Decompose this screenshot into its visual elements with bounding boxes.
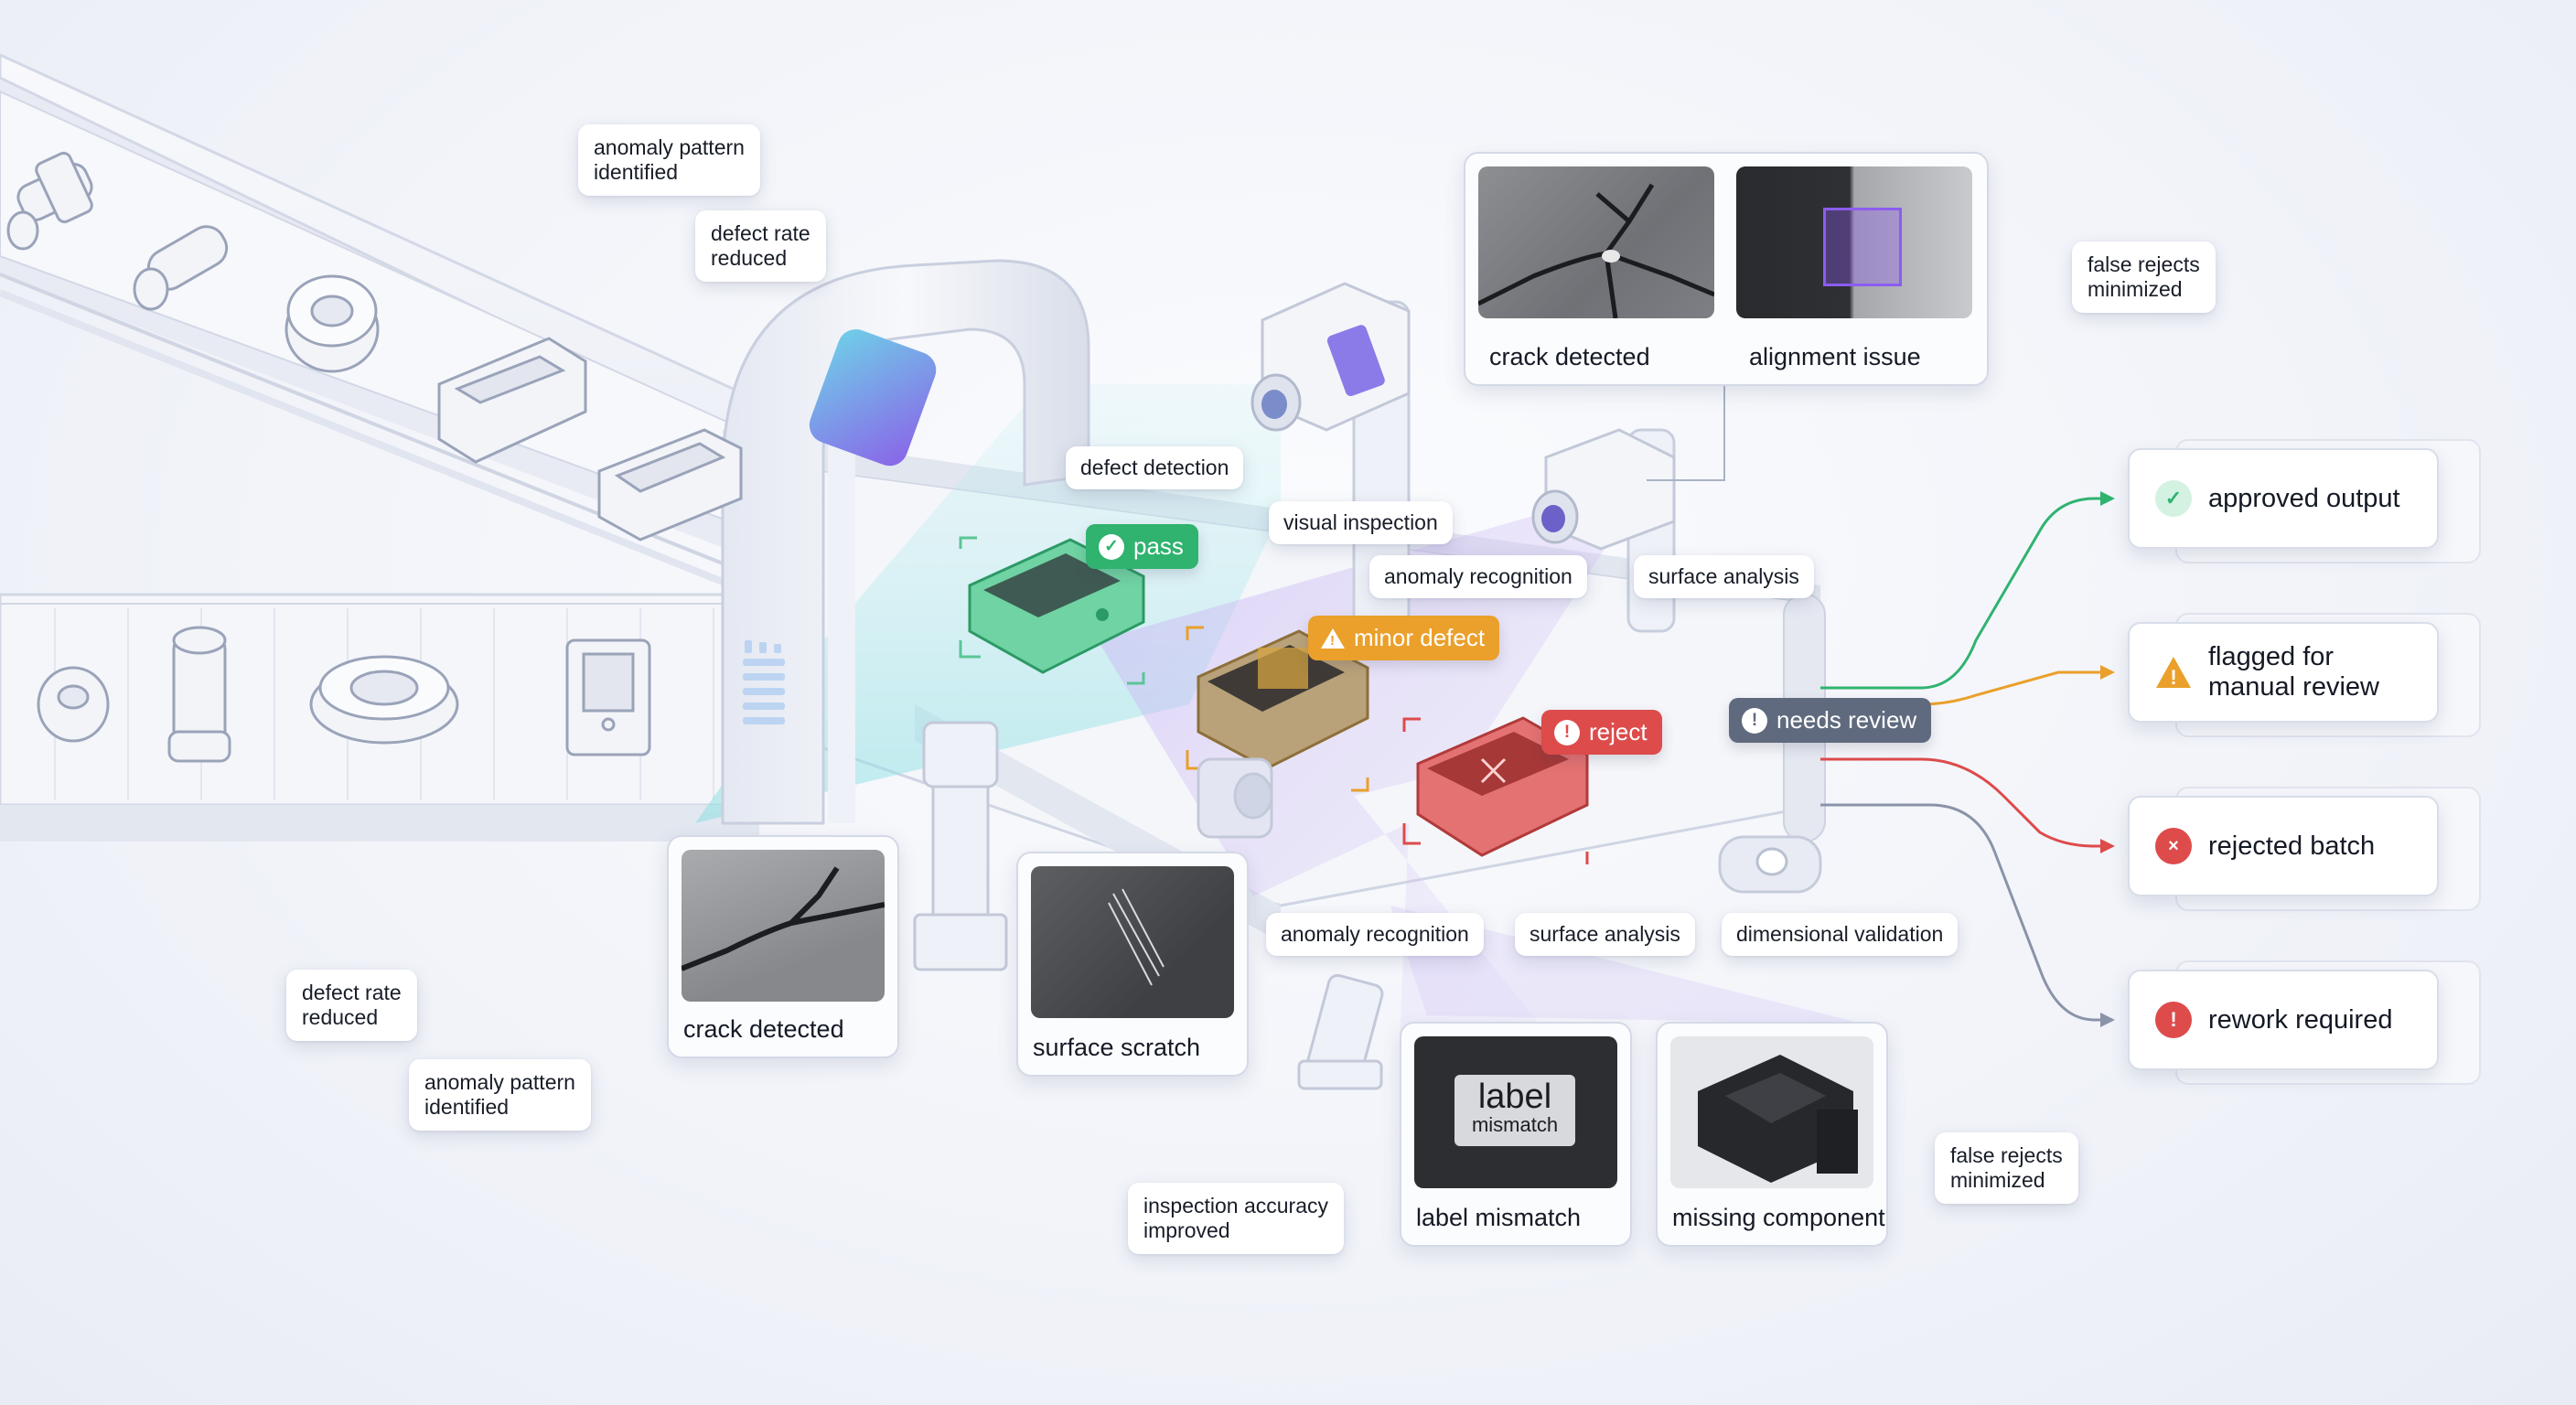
upright-device-part	[565, 638, 651, 756]
warning-icon: !	[2155, 654, 2192, 691]
label-anomaly-recognition-bottom: anomaly recognition	[1266, 913, 1484, 956]
label-print-small: mismatch	[1471, 1113, 1559, 1136]
card-caption: alignment issue	[1749, 343, 1921, 370]
arch-display-screen	[809, 329, 937, 467]
reject-bracket	[1402, 717, 1589, 864]
tag-anomaly-pattern-top: anomaly pattern identified	[578, 124, 760, 196]
alignment-image	[1736, 166, 1972, 318]
tag-false-rejects-bottom: false rejects minimized	[1935, 1132, 2078, 1204]
status-chip-reject: ! reject	[1541, 710, 1662, 755]
status-chip-needs-review: ! needs review	[1729, 698, 1932, 743]
ring-part	[309, 655, 459, 745]
label-mismatch-card: label mismatch label mismatch	[1400, 1022, 1632, 1247]
card-connector	[1647, 384, 1725, 481]
upper-belt-parts	[6, 151, 743, 542]
outcome-label: rejected batch	[2208, 831, 2376, 861]
tee-fitting-part	[6, 151, 93, 251]
exclamation-icon: !	[2155, 1002, 2192, 1038]
gear-part	[284, 274, 380, 373]
outcome-approved-output: ✓ approved output	[2128, 439, 2481, 563]
label-defect-detection: defect detection	[1066, 446, 1244, 489]
status-chip-minor-defect: ! minor defect	[1308, 616, 1500, 660]
scratch-image	[1031, 866, 1234, 1018]
label-mismatch-image: label mismatch	[1414, 1036, 1617, 1188]
device-box-part-2	[597, 428, 743, 542]
check-icon: ✓	[1099, 533, 1124, 560]
tag-defect-rate-bottom: defect rate reduced	[286, 970, 417, 1041]
pass-part	[968, 538, 1145, 674]
outcome-label: approved output	[2208, 483, 2400, 513]
upper-conveyor	[0, 53, 825, 626]
outcome-label: flagged for manual review	[2208, 642, 2379, 702]
device-box-part-1	[437, 337, 587, 464]
cylinder-part	[133, 225, 229, 311]
minor-defect-part	[1197, 629, 1369, 770]
card-caption: crack detected	[1489, 343, 1650, 370]
x-icon: ×	[2155, 828, 2192, 864]
outcome-rejected-batch: × rejected batch	[2128, 787, 2481, 911]
tag-false-rejects-top: false rejects minimized	[2072, 241, 2216, 313]
surface-scratch-card: surface scratch	[1016, 852, 1249, 1077]
card-caption: crack detected	[683, 1015, 844, 1043]
small-gear-part	[37, 666, 110, 743]
status-chip-label: pass	[1133, 532, 1184, 560]
crack-image	[1478, 166, 1714, 318]
label-visual-inspection: visual inspection	[1269, 501, 1453, 544]
outcome-rework-required: ! rework required	[2128, 960, 2481, 1085]
card-caption: surface scratch	[1033, 1034, 1201, 1061]
tag-inspection-accuracy: inspection accuracy improved	[1128, 1183, 1344, 1254]
check-icon: ✓	[2155, 480, 2192, 517]
crack-detected-card: crack detected	[667, 835, 899, 1058]
sensor-arm-front	[913, 721, 1273, 971]
missing-component-image	[1670, 1036, 1873, 1188]
card-caption: label mismatch	[1416, 1204, 1582, 1231]
card-caption: missing component	[1672, 1204, 1885, 1231]
inspection-arch	[721, 259, 1090, 825]
status-chip-label: reject	[1589, 718, 1648, 745]
label-dimensional-validation: dimensional validation	[1722, 913, 1959, 956]
label-print-big: label	[1477, 1078, 1552, 1116]
outcome-label: rework required	[2208, 1004, 2393, 1035]
camera-top-1	[1250, 282, 1411, 633]
warning-icon: !	[1321, 627, 1345, 649]
status-chip-label: minor defect	[1354, 624, 1486, 651]
svg-text:!: !	[2170, 666, 2176, 689]
exclamation-icon: !	[1742, 707, 1767, 734]
routing-arrows	[1820, 497, 2109, 1022]
tall-cylinder-part	[167, 626, 231, 763]
missing-component-card: missing component	[1656, 1022, 1888, 1247]
label-surface-analysis-top: surface analysis	[1634, 555, 1814, 598]
status-chip-label: needs review	[1776, 706, 1917, 734]
label-surface-analysis-bottom: surface analysis	[1515, 913, 1695, 956]
label-anomaly-recognition-top: anomaly recognition	[1369, 555, 1587, 598]
crack-image	[682, 850, 885, 1002]
lower-belt-parts	[37, 626, 651, 763]
exclamation-icon: !	[1554, 719, 1580, 745]
tag-anomaly-pattern-bottom: anomaly pattern identified	[409, 1059, 591, 1131]
tag-defect-rate-top: defect rate reduced	[695, 210, 826, 282]
outcome-manual-review: ! flagged for manual review	[2128, 613, 2481, 737]
sensor-post-small	[1297, 973, 1384, 1090]
routing-arrowheads	[2100, 491, 2115, 1027]
top-inspection-card: crack detected alignment issue	[1464, 152, 1989, 386]
status-chip-pass: ✓ pass	[1086, 524, 1198, 569]
